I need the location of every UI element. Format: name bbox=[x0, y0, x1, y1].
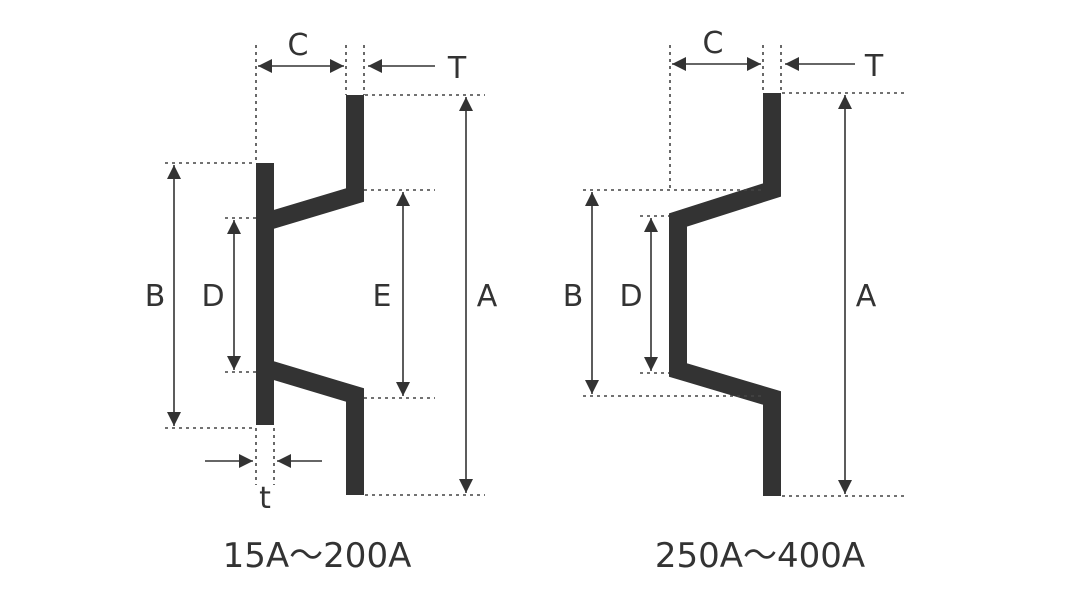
left-figure: C T A B D E t 15A～200A bbox=[145, 28, 498, 576]
left-label-c: C bbox=[288, 28, 309, 63]
right-label-b: B bbox=[563, 279, 584, 314]
left-range-label: 15A～200A bbox=[223, 536, 412, 576]
left-label-t-small: t bbox=[259, 481, 271, 516]
right-profile-shape bbox=[669, 93, 781, 496]
left-profile-shape bbox=[256, 95, 364, 495]
right-label-d: D bbox=[619, 279, 642, 314]
right-label-c: C bbox=[703, 26, 724, 61]
right-label-a: A bbox=[856, 279, 877, 314]
left-label-e: E bbox=[373, 279, 392, 314]
left-label-a: A bbox=[477, 279, 498, 314]
left-label-d: D bbox=[201, 279, 224, 314]
right-range-label: 250A～400A bbox=[655, 536, 865, 576]
left-label-t: T bbox=[447, 51, 467, 86]
right-figure: C T A B D 250A～400A bbox=[563, 26, 905, 576]
right-label-t: T bbox=[864, 49, 884, 84]
left-label-b: B bbox=[145, 279, 166, 314]
